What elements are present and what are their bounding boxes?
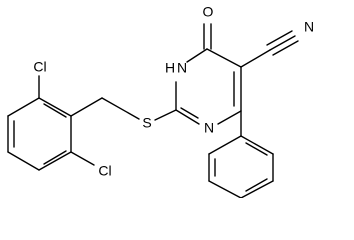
n3-nitrogen-label: N <box>204 120 214 136</box>
nitrile-nitrogen-label: N <box>304 19 314 35</box>
n3-c2-double <box>180 107 199 119</box>
n1-c6-bond <box>186 48 208 63</box>
ring2-bond-4 <box>208 180 242 198</box>
ring1-bond-1 <box>38 97 72 117</box>
benzyl-ch2-bond <box>70 97 103 117</box>
n3-c2-bond <box>175 109 200 125</box>
nitrile-bond-2 <box>266 30 293 46</box>
sulfur-label: S <box>142 115 151 131</box>
dichlorophenyl-ring <box>7 97 72 171</box>
ring2-bond-6 <box>208 135 242 155</box>
nh-hydrogen-label: H <box>165 60 175 76</box>
ring2-double-1 <box>245 142 268 156</box>
nitrile-bond-1 <box>269 35 296 51</box>
phenyl-ring <box>208 135 274 198</box>
cl-top-label: Cl <box>33 59 46 75</box>
c4-n3-bond <box>217 110 242 125</box>
cl-bottom-label: Cl <box>98 163 111 179</box>
molecule-canvas: Cl Cl S H N N <box>7 4 314 198</box>
ch2-s-bond <box>101 97 140 120</box>
ring2-bond-1 <box>240 135 274 155</box>
nitrile-bond-3 <box>272 40 299 56</box>
c6-c5-bond <box>206 48 242 68</box>
ring2-double-2 <box>245 178 268 192</box>
s-c2-bond <box>154 109 177 121</box>
ring1-double-2 <box>43 150 67 165</box>
nh-nitrogen-label: N <box>177 60 187 76</box>
cl-bottom-bond <box>70 151 95 166</box>
ring1-bond-4 <box>7 151 40 171</box>
oxygen-label: O <box>203 4 214 20</box>
structure-diagram: Cl Cl S H N N <box>7 4 314 198</box>
ring2-bond-3 <box>240 180 274 198</box>
ring1-double-1 <box>43 103 67 118</box>
ring1-bond-6 <box>7 97 40 117</box>
pyrimidinone-ring <box>175 48 242 125</box>
ring1-bond-3 <box>38 151 72 171</box>
c5-cn-bond <box>240 49 271 68</box>
